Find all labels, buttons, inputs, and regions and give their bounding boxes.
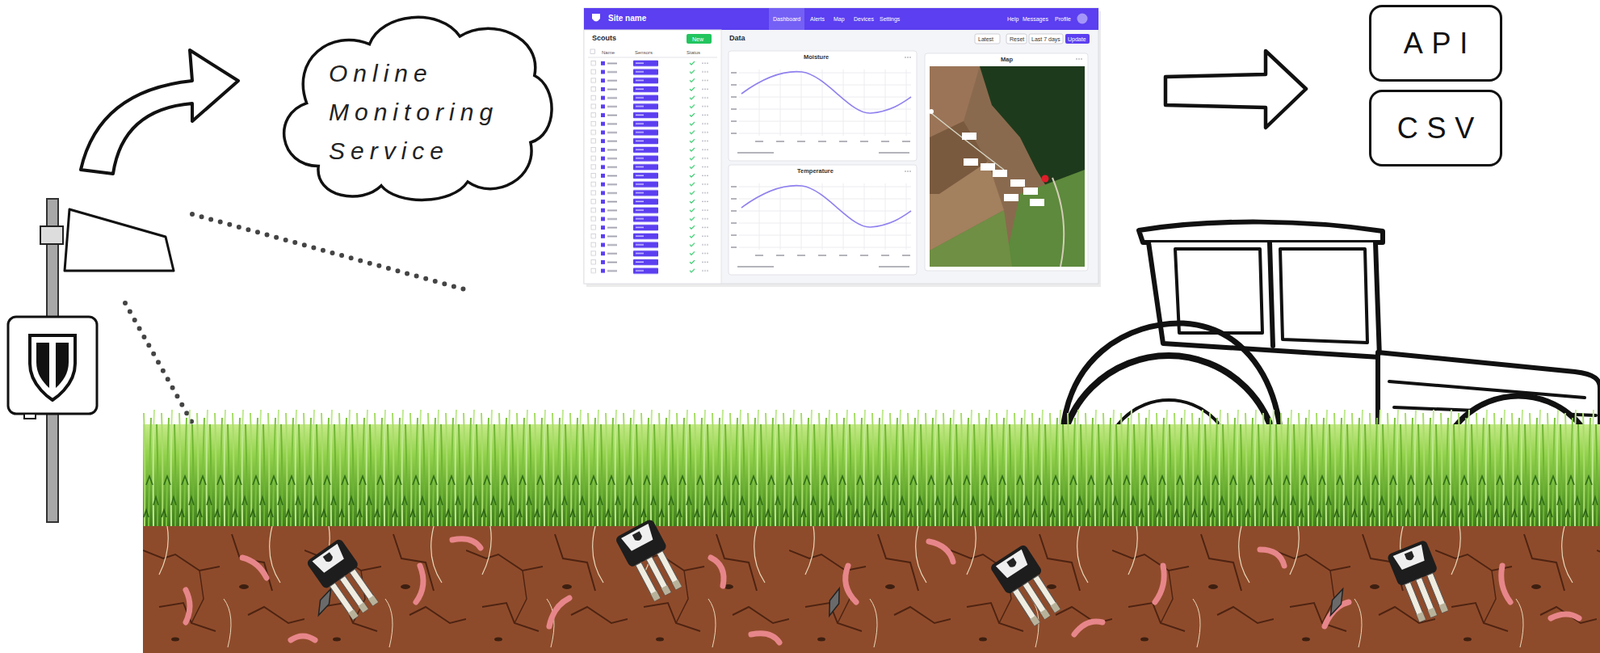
nav-item: Help bbox=[1007, 16, 1019, 22]
column-header: Status bbox=[686, 50, 701, 55]
nav-item: Devices bbox=[853, 16, 874, 22]
gateway-pole bbox=[8, 198, 174, 522]
worms bbox=[185, 538, 1580, 643]
cloud-path bbox=[284, 16, 552, 200]
button-label: Update bbox=[1067, 36, 1087, 42]
nav-item: Alerts bbox=[810, 16, 825, 22]
curved-arrow bbox=[80, 50, 239, 174]
button-label: Latest bbox=[978, 36, 994, 42]
button-label: New bbox=[692, 36, 704, 42]
chart-title: Moisture bbox=[803, 54, 829, 61]
radio-dots bbox=[192, 214, 465, 290]
grass-blades bbox=[142, 407, 1600, 526]
column-header: Sensors bbox=[634, 50, 653, 55]
cloud-label: Online Monitoring Service bbox=[328, 54, 499, 171]
chart-title: Temperature bbox=[797, 167, 834, 175]
stones bbox=[314, 586, 1348, 618]
nav-item: Map bbox=[833, 16, 845, 22]
soil-sensors bbox=[305, 517, 1454, 629]
button-label: Last 7 days bbox=[1031, 36, 1061, 42]
box-label: CSV bbox=[1388, 112, 1483, 145]
box-label: API bbox=[1394, 27, 1477, 60]
cloud-service: Online Monitoring Service bbox=[267, 4, 557, 207]
chart-title: Map bbox=[1000, 56, 1013, 63]
export-box: CSV bbox=[1369, 89, 1503, 167]
nav-item: Settings bbox=[879, 16, 900, 22]
panel-heading: Scouts bbox=[592, 34, 617, 42]
site-title: Site name bbox=[608, 14, 647, 23]
nav-item: Profile bbox=[1054, 16, 1071, 22]
export-arrow bbox=[1165, 50, 1307, 128]
export-box: API bbox=[1369, 4, 1503, 82]
button-label: Reset bbox=[1009, 36, 1025, 42]
column-header: Name bbox=[601, 50, 615, 55]
panel-heading: Data bbox=[729, 34, 746, 42]
cloud-outline bbox=[267, 4, 557, 207]
soil-band bbox=[142, 525, 1600, 653]
dashboard-screenshot bbox=[583, 8, 1101, 287]
nav-item: Dashboard bbox=[772, 16, 801, 22]
nav-item: Messages bbox=[1022, 16, 1049, 22]
